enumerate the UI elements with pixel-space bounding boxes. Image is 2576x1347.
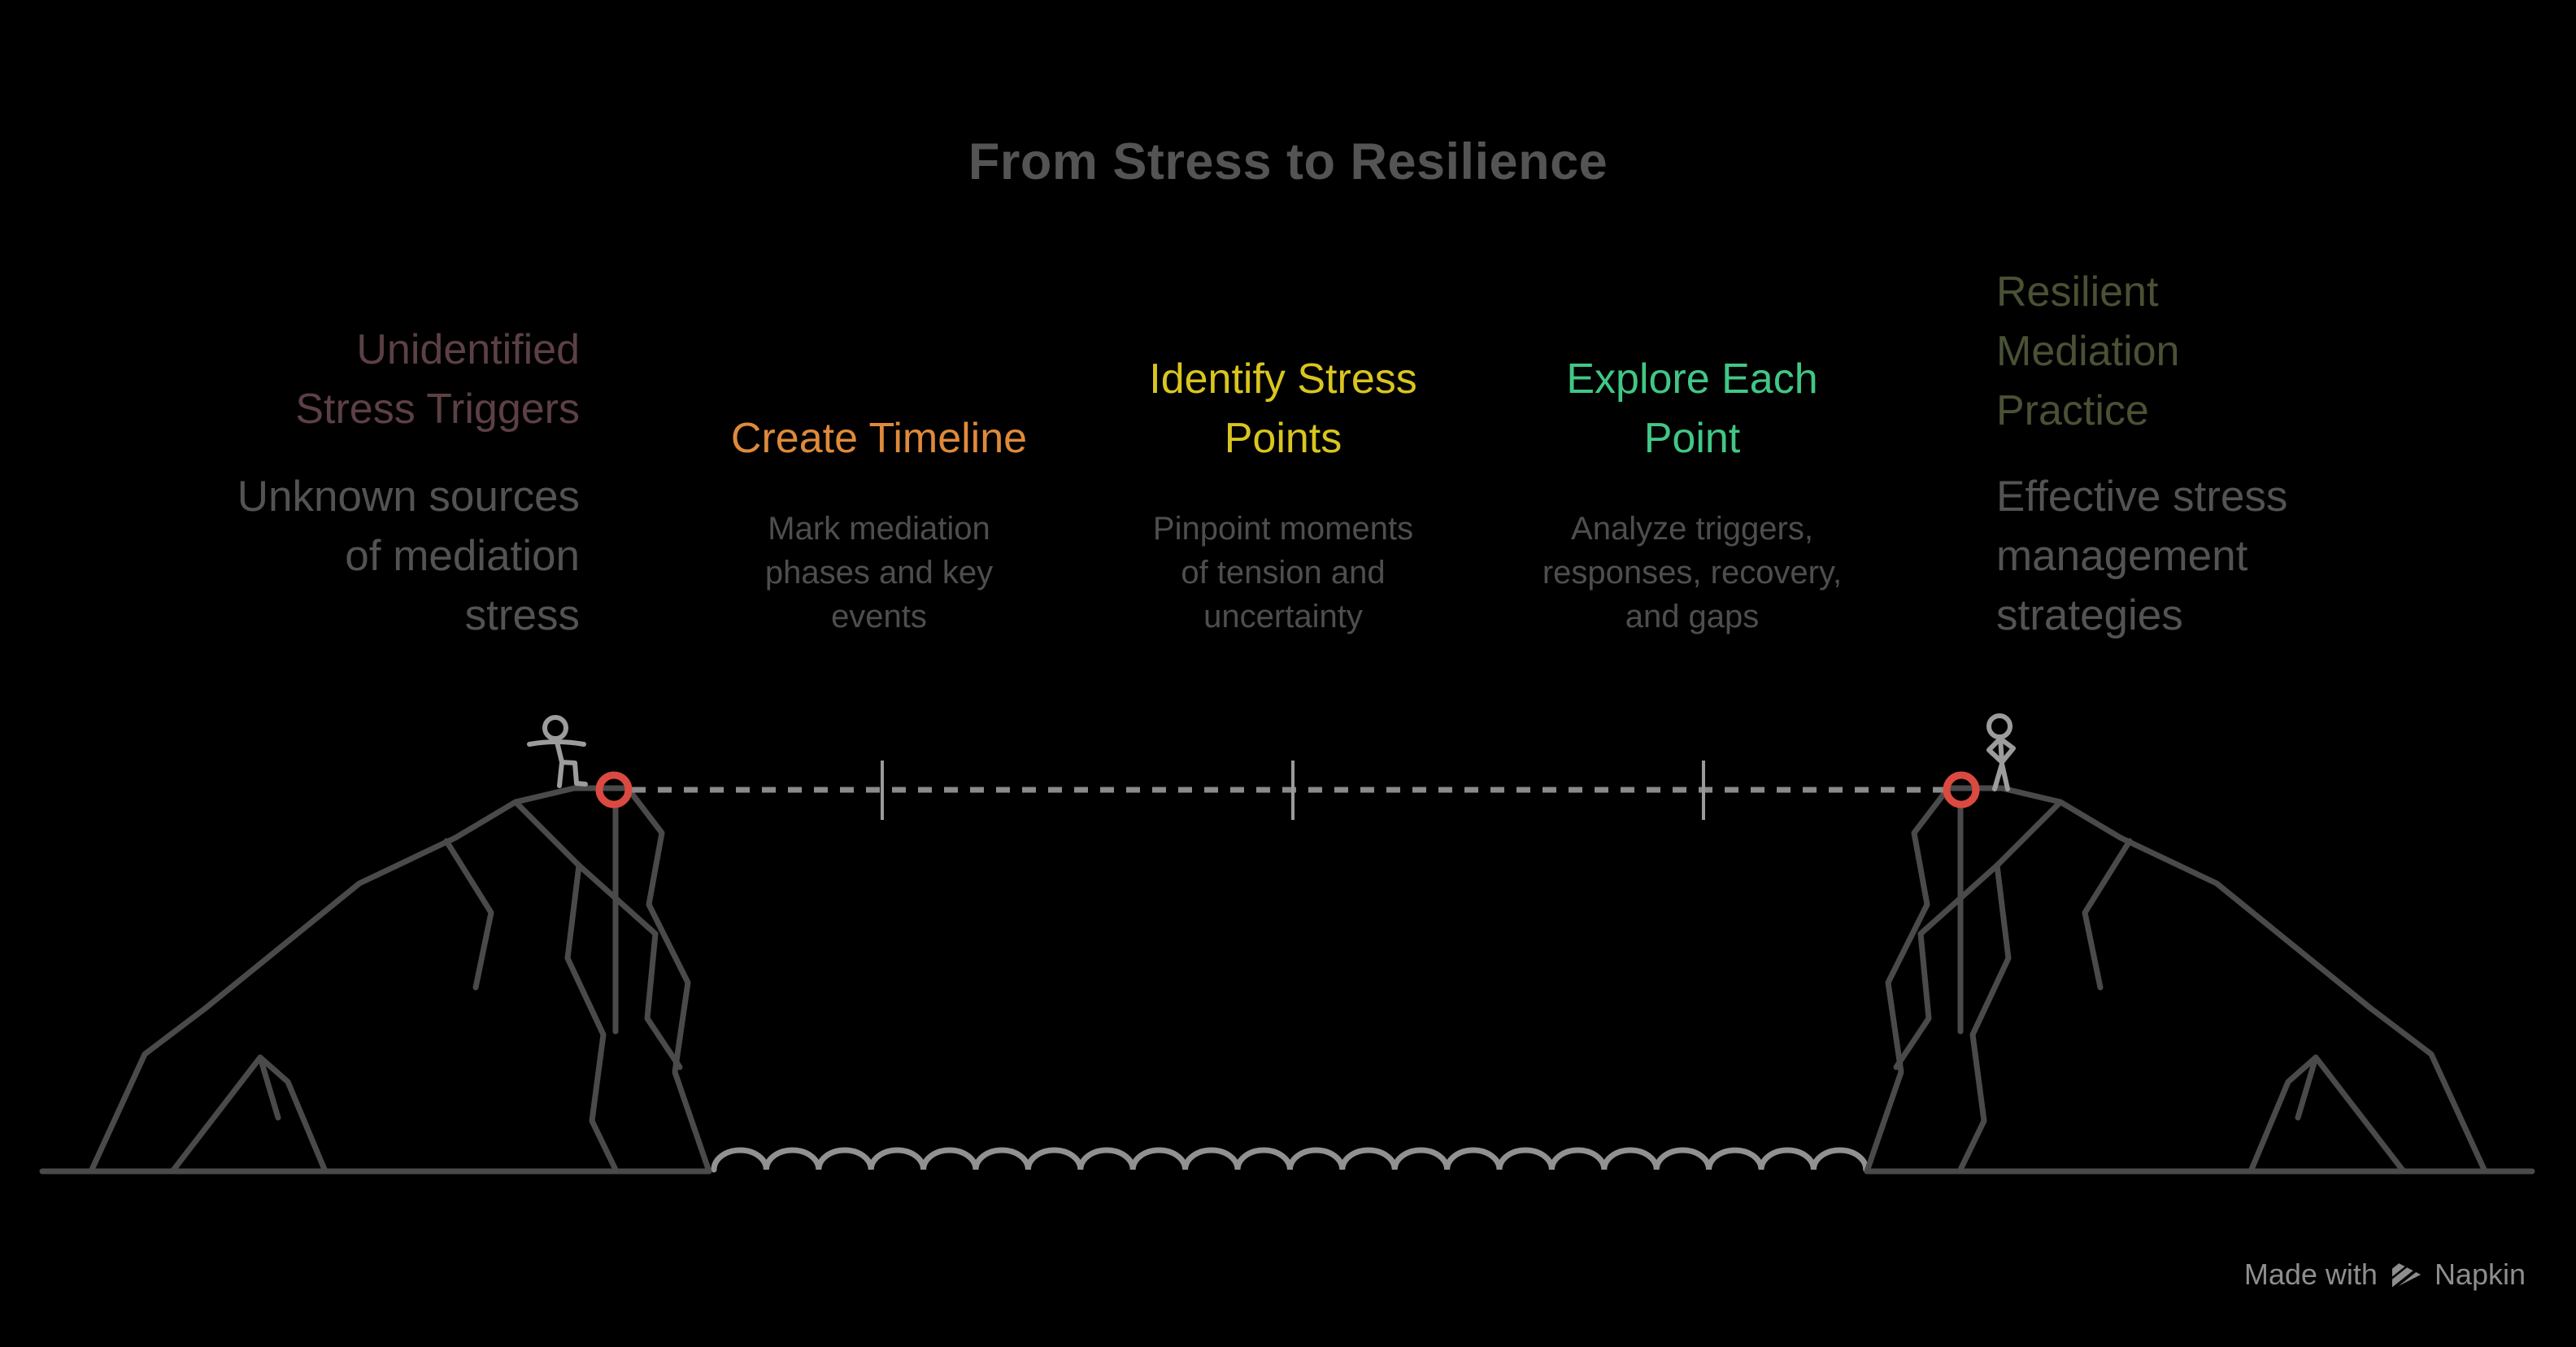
body-line: stress bbox=[464, 591, 580, 639]
heading-line: Stress Triggers bbox=[295, 386, 580, 433]
heading-line: Explore Each bbox=[1566, 355, 1818, 403]
step-heading-create-timeline: Create Timeline bbox=[651, 409, 1107, 469]
step-body-explore-each-point: Analyze triggers, responses, recovery, a… bbox=[1464, 507, 1920, 639]
made-with-label: Made with bbox=[2243, 1258, 2378, 1291]
right-anchor-ring-icon bbox=[1943, 771, 1980, 809]
step-heading-resilient-mediation-practice: Resilient Mediation Practice bbox=[1996, 263, 2452, 441]
step-body-unidentified-stress-triggers: Unknown sources of mediation stress bbox=[124, 467, 580, 645]
body-line: and gaps bbox=[1625, 599, 1760, 634]
step-body-resilient-mediation-practice: Effective stress management strategies bbox=[1996, 467, 2452, 645]
step-heading-identify-stress-points: Identify Stress Points bbox=[1055, 350, 1511, 469]
body-line: events bbox=[831, 599, 927, 634]
step-body-identify-stress-points: Pinpoint moments of tension and uncertai… bbox=[1055, 507, 1511, 639]
heading-line: Mediation bbox=[1996, 328, 2180, 375]
body-line: phases and key bbox=[764, 555, 994, 591]
body-line: Effective stress bbox=[1996, 473, 2288, 521]
page-title: From Stress to Resilience bbox=[968, 133, 1608, 190]
brand-label: Napkin bbox=[2434, 1258, 2526, 1291]
heading-line: Identify Stress bbox=[1149, 355, 1417, 403]
stick-figure-standing-icon bbox=[1986, 713, 2016, 791]
stick-figure-walking-icon bbox=[527, 715, 588, 788]
body-line: of tension and bbox=[1181, 555, 1386, 591]
body-line: strategies bbox=[1996, 591, 2183, 639]
left-anchor-ring-icon bbox=[595, 771, 633, 809]
heading-line: Points bbox=[1224, 415, 1342, 462]
body-line: Unknown sources bbox=[237, 473, 580, 521]
body-line: responses, recovery, bbox=[1542, 555, 1843, 591]
right-cliff bbox=[1864, 785, 2488, 1175]
made-with-napkin-badge[interactable]: Made with Napkin bbox=[2244, 1258, 2526, 1292]
step-heading-explore-each-point: Explore Each Point bbox=[1464, 350, 1920, 469]
heading-line: Create Timeline bbox=[730, 415, 1028, 462]
heading-line: Resilient bbox=[1996, 268, 2159, 316]
water-wave bbox=[711, 1147, 1869, 1173]
body-line: Pinpoint moments bbox=[1152, 511, 1414, 547]
body-line: Analyze triggers, bbox=[1571, 511, 1813, 547]
heading-line: Point bbox=[1643, 415, 1741, 462]
step-heading-unidentified-stress-triggers: Unidentified Stress Triggers bbox=[124, 320, 580, 439]
heading-line: Unidentified bbox=[356, 326, 580, 373]
heading-line: Practice bbox=[1996, 387, 2149, 434]
napkin-logo-icon bbox=[2391, 1259, 2422, 1290]
body-line: management bbox=[1996, 532, 2248, 580]
body-line: of mediation bbox=[345, 532, 580, 580]
left-cliff bbox=[88, 785, 712, 1175]
body-line: Mark mediation bbox=[768, 511, 990, 547]
step-body-create-timeline: Mark mediation phases and key events bbox=[651, 507, 1107, 639]
body-line: uncertainty bbox=[1203, 599, 1363, 634]
rope-tick-marks bbox=[881, 761, 1705, 820]
